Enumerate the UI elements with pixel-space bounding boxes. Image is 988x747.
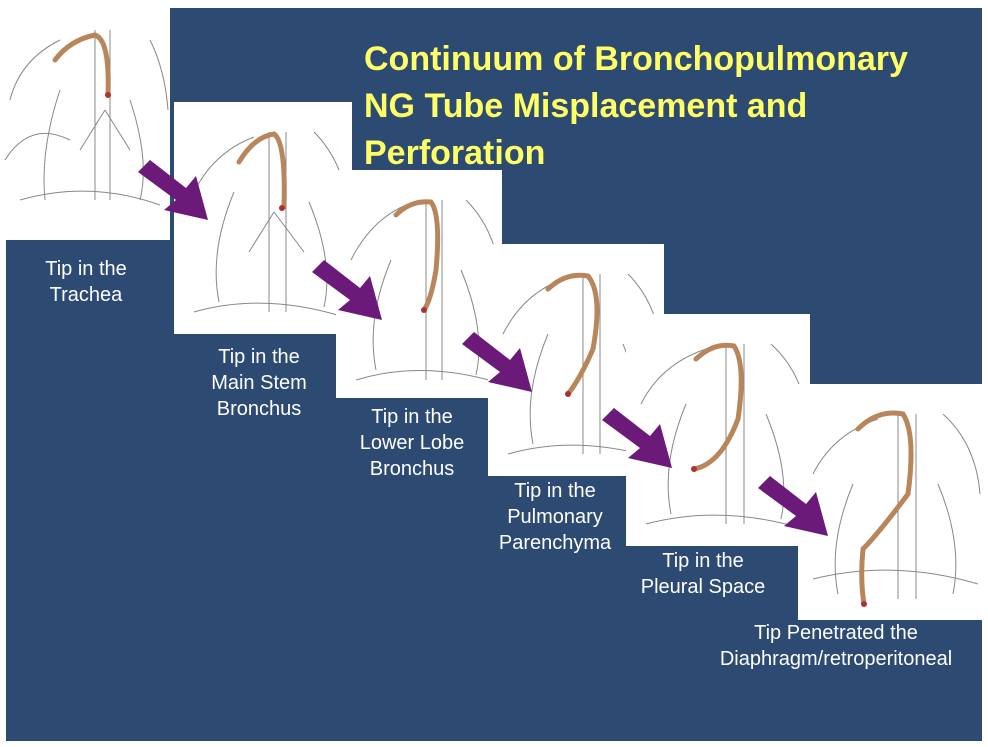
caption-lower-lobe-bronchus: Tip in the Lower Lobe Bronchus: [344, 404, 480, 482]
caption-lower-lobe-line-2: Lower Lobe: [344, 430, 480, 456]
caption-lower-lobe-line-3: Bronchus: [344, 456, 480, 482]
caption-trachea-line-2: Trachea: [16, 282, 156, 308]
caption-lower-lobe-line-1: Tip in the: [344, 404, 480, 430]
title-line-1: Continuum of Bronchopulmonary: [364, 36, 984, 83]
caption-main-stem-line-1: Tip in the: [184, 344, 334, 370]
slide-title: Continuum of Bronchopulmonary NG Tube Mi…: [364, 36, 984, 177]
caption-parenchyma-line-1: Tip in the: [480, 478, 630, 504]
down-right-arrow-icon: [136, 158, 216, 228]
caption-trachea-line-1: Tip in the: [16, 256, 156, 282]
down-right-arrow-icon: [460, 330, 540, 400]
caption-trachea: Tip in the Trachea: [16, 256, 156, 308]
down-right-arrow-icon: [600, 406, 680, 476]
caption-diaphragm-line-1: Tip Penetrated the: [696, 620, 976, 646]
slide-background: Continuum of Bronchopulmonary NG Tube Mi…: [6, 8, 982, 741]
caption-main-stem-line-2: Main Stem: [184, 370, 334, 396]
caption-main-stem-bronchus: Tip in the Main Stem Bronchus: [184, 344, 334, 422]
caption-diaphragm: Tip Penetrated the Diaphragm/retroperito…: [696, 620, 976, 672]
down-right-arrow-icon: [756, 474, 836, 544]
caption-main-stem-line-3: Bronchus: [184, 396, 334, 422]
caption-parenchyma-line-2: Pulmonary: [480, 504, 630, 530]
caption-pleural-space: Tip in the Pleural Space: [618, 548, 788, 600]
title-line-2: NG Tube Misplacement and: [364, 83, 984, 130]
caption-pleural-line-2: Pleural Space: [618, 574, 788, 600]
caption-diaphragm-line-2: Diaphragm/retroperitoneal: [696, 646, 976, 672]
caption-pleural-line-1: Tip in the: [618, 548, 788, 574]
down-right-arrow-icon: [310, 258, 390, 328]
caption-pulmonary-parenchyma: Tip in the Pulmonary Parenchyma: [480, 478, 630, 556]
caption-parenchyma-line-3: Parenchyma: [480, 530, 630, 556]
